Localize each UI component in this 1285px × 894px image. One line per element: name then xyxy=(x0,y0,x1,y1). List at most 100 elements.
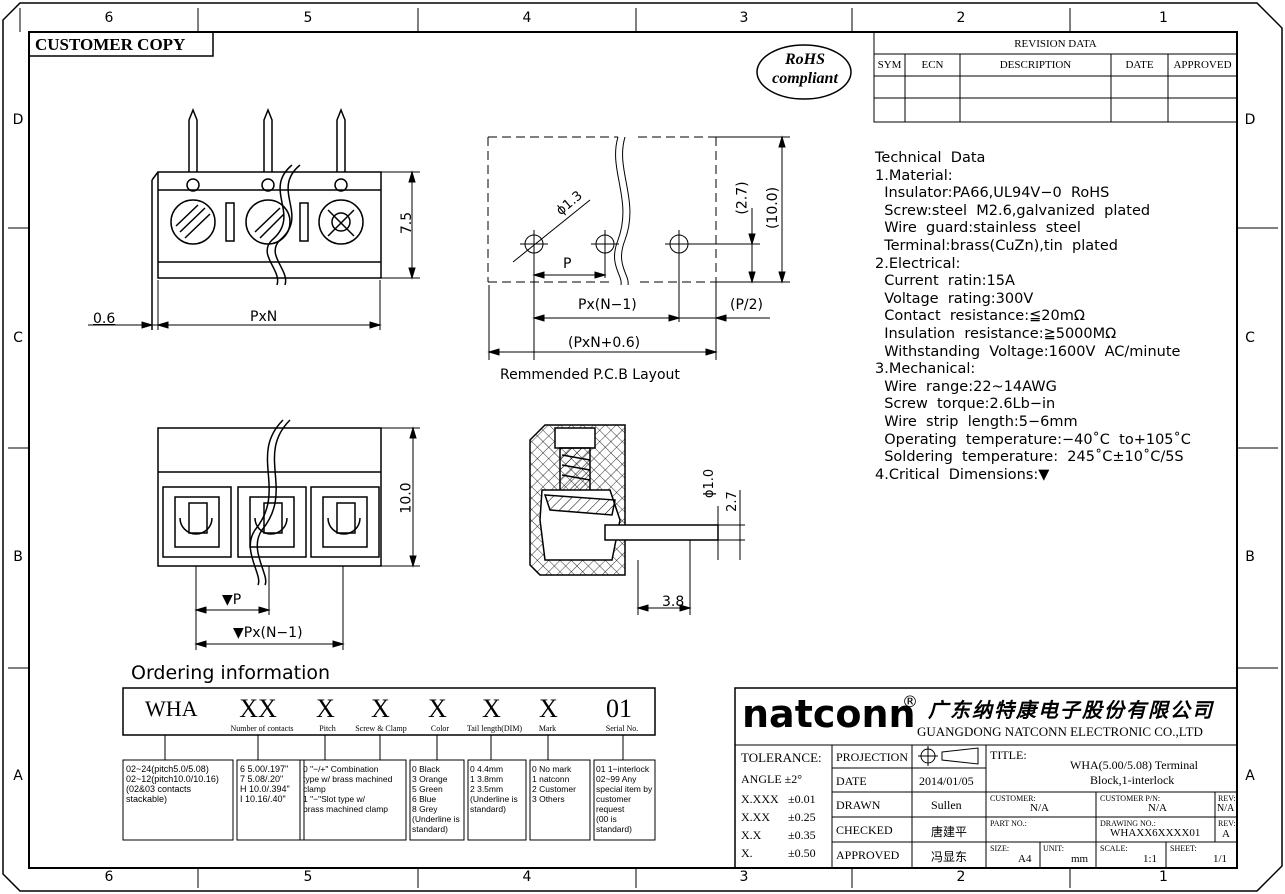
order-box-color: 0 Black 3 Orange 5 Green 6 Blue 8 Grey (… xyxy=(412,764,460,834)
rear-view xyxy=(157,419,382,586)
ruler-left-d: D xyxy=(12,112,24,128)
ruler-top-4: 4 xyxy=(522,10,532,26)
company-name-cn: 广东纳特康电子股份有限公司 xyxy=(928,700,1214,722)
order-code-color: X xyxy=(428,694,447,723)
order-code-tail: X xyxy=(482,694,501,723)
dim-pitch-p: ▼P xyxy=(222,592,242,608)
revision-col-sym: SYM xyxy=(877,59,902,71)
sheet-label: SHEET: xyxy=(1170,844,1197,853)
technical-data-line: Wire range:22~14AWG xyxy=(875,378,1057,395)
tolerance-label: TOLERANCE: xyxy=(741,750,822,765)
ruler-bottom-4: 4 xyxy=(522,869,532,885)
dim-pitch-pxn-1: ▼Px(N−1) xyxy=(233,625,303,641)
ruler-left-b: B xyxy=(13,549,23,565)
tol-xx-val: ±0.25 xyxy=(788,810,816,824)
technical-data-heading: Technical Data xyxy=(875,150,986,166)
ruler-bottom-5: 5 xyxy=(303,869,313,885)
technical-data-line: Screw:steel M2.6,galvanized plated xyxy=(875,202,1151,219)
dim-p-half: (P/2) xyxy=(730,297,763,313)
section-view xyxy=(529,424,719,576)
customer-value: N/A xyxy=(1030,802,1049,814)
order-label-pitch: Pitch xyxy=(319,724,336,733)
technical-data-line: Wire strip length:5−6mm xyxy=(875,414,1078,430)
order-code-serial: 01 xyxy=(606,694,632,723)
order-box-serial: 01 1−interlock 02~99 Any special item by… xyxy=(596,764,653,834)
rohs-badge: RoHS compliant xyxy=(760,50,850,88)
ruler-top-1: 1 xyxy=(1159,10,1168,26)
tol-int: X. xyxy=(741,846,753,860)
ruler-left-c: C xyxy=(13,330,23,346)
date-value: 2014/01/05 xyxy=(919,774,974,788)
order-box-tail: 0 4.4mm 1 3.8mm 2 3.5mm (Underline is st… xyxy=(470,764,518,814)
order-label-contacts: Number of contacts xyxy=(230,724,294,733)
front-view xyxy=(151,107,382,330)
order-label-serial: Serial No. xyxy=(605,724,639,733)
title-line1: WHA(5.00/5.08) Terminal xyxy=(1070,758,1198,772)
ruler-bottom-6: 6 xyxy=(104,869,114,885)
technical-data-line: 1.Material: xyxy=(875,167,953,184)
ruler-top-6: 6 xyxy=(104,10,114,26)
ruler-bottom-3: 3 xyxy=(739,869,749,885)
order-box-mark: 0 No mark 1 natconn 2 Customer 3 Others xyxy=(532,764,576,804)
order-box-screw: 0 "−/+" Combination type w/ brass machin… xyxy=(303,764,393,814)
revision-col-ecn: ECN xyxy=(921,59,944,71)
ruler-left-a: A xyxy=(13,768,23,784)
rev-label-2: REV: xyxy=(1218,819,1236,828)
approved-value: 冯显东 xyxy=(931,850,968,864)
unit-label: UNIT: xyxy=(1043,844,1064,853)
order-label-screw: Screw & Clamp xyxy=(355,724,407,733)
dim-pxn: PxN xyxy=(250,309,278,325)
sheet-value: 1/1 xyxy=(1213,853,1228,865)
ruler-right-c: C xyxy=(1245,330,1255,346)
ruler-top-2: 2 xyxy=(956,10,966,26)
unit-value: mm xyxy=(1071,853,1089,865)
approved-label: APPROVED xyxy=(836,848,900,862)
size-value: A4 xyxy=(1018,853,1032,865)
dim-0-6: 0.6 xyxy=(93,311,116,327)
company-name-en: GUANGDONG NATCONN ELECTRONIC CO.,LTD xyxy=(917,724,1203,739)
technical-data-line: Screw torque:2.6Lb−in xyxy=(875,396,1056,413)
technical-data-line: 2.Electrical: xyxy=(875,255,961,272)
dim-height-10-0: 10.0 xyxy=(398,482,415,514)
technical-data-line: Insulation resistance:≧5000MΩ xyxy=(875,326,1117,342)
order-code-mark: X xyxy=(539,694,558,723)
customer-copy-label: CUSTOMER COPY xyxy=(35,35,186,54)
revision-col-date: DATE xyxy=(1125,59,1154,71)
part-no-label: PART NO.: xyxy=(990,819,1027,828)
tol-x: X.X xyxy=(741,828,762,842)
dim-p: P xyxy=(563,256,572,272)
tol-xxx: X.XXX xyxy=(741,792,779,806)
rev-label-1: REV: xyxy=(1218,794,1236,803)
scale-value: 1:1 xyxy=(1143,853,1158,865)
order-label-color: Color xyxy=(430,724,450,733)
date-label: DATE xyxy=(836,774,867,788)
pcb-layout-caption: Remmended P.C.B Layout xyxy=(500,367,680,383)
drawn-value: Sullen xyxy=(931,798,962,812)
ruler-right-d: D xyxy=(1244,112,1256,128)
revision-col-approved: APPROVED xyxy=(1173,59,1232,71)
technical-data-line: 4.Critical Dimensions:▼ xyxy=(875,466,1050,483)
technical-data-line: Current ratin:15A xyxy=(875,273,1015,290)
checked-label: CHECKED xyxy=(836,823,893,837)
technical-data-line: Soldering temperature: 245˚C±10˚C/5S xyxy=(875,449,1184,466)
drawn-label: DRAWN xyxy=(836,798,881,812)
rev-value-2: A xyxy=(1222,828,1230,840)
tol-xxx-val: ±0.01 xyxy=(788,792,816,806)
scale-label: SCALE: xyxy=(1100,844,1128,853)
rohs-line2: compliant xyxy=(772,70,838,87)
customer-label: CUSTOMER: xyxy=(990,794,1036,803)
rohs-line1: RoHS xyxy=(784,51,825,68)
checked-value: 唐建平 xyxy=(931,825,968,839)
title-line2: Block,1-interlock xyxy=(1090,773,1175,787)
ruler-bottom-1: 1 xyxy=(1159,869,1168,885)
technical-data-line: Insulator:PA66,UL94V−0 RoHS xyxy=(875,185,1110,202)
dim-7-5: 7.5 xyxy=(399,211,416,235)
order-code-screw: X xyxy=(371,694,390,723)
revision-col-description: DESCRIPTION xyxy=(999,59,1072,71)
ordering-title: Ordering information xyxy=(131,662,331,684)
order-label-tail: Tail length(DIM) xyxy=(466,724,523,733)
brand-registered-mark: ® xyxy=(902,692,918,711)
order-code-series: WHA xyxy=(145,696,198,721)
drawing-no-value: WHAXX6XXXX01 xyxy=(1110,827,1201,839)
